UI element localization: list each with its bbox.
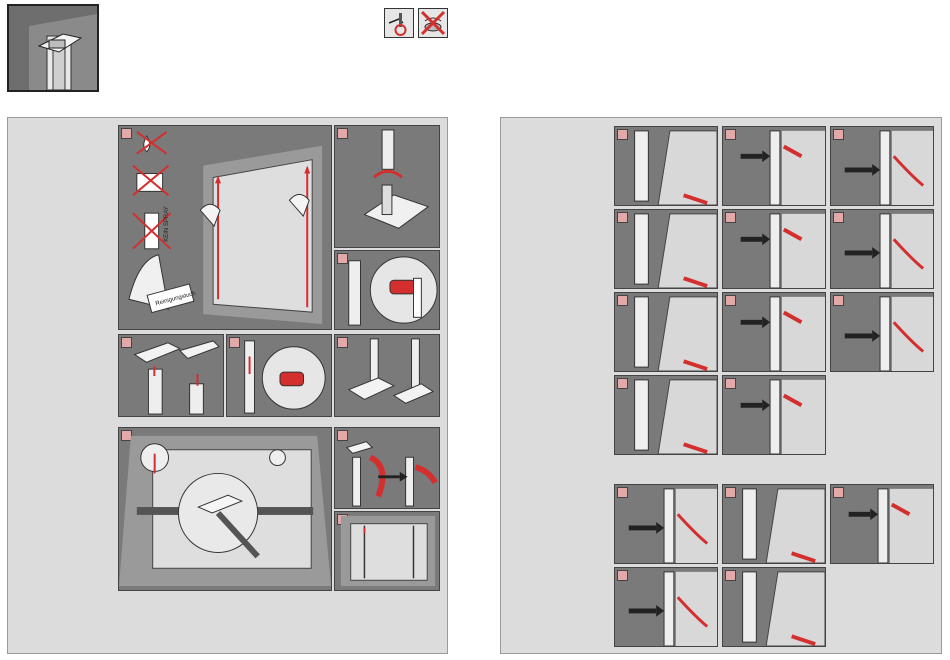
- spray-label: KEIN SPRAY: [164, 206, 170, 242]
- r-step-5: [722, 209, 826, 289]
- step-measure-frame: [118, 427, 332, 591]
- step-frame-check: [334, 511, 440, 591]
- hero-clip-image: [7, 4, 99, 92]
- step-illustration: [831, 127, 933, 205]
- step-illustration: [615, 127, 717, 205]
- step-clip-detail: [334, 250, 440, 330]
- r-step-14: [830, 484, 934, 564]
- r-step-11: [722, 375, 826, 455]
- step-bracket-pair: [334, 334, 440, 417]
- r-step-9: [830, 292, 934, 372]
- r-step-3: [830, 126, 934, 206]
- step-illustration: [723, 293, 825, 371]
- step-illustration: [615, 210, 717, 288]
- step-screw-bracket: [334, 125, 440, 248]
- r-step-1: [614, 126, 718, 206]
- step-illustration: [831, 293, 933, 371]
- step-illustration: [615, 293, 717, 371]
- step-illustration: [723, 210, 825, 288]
- r-step-13: [722, 484, 826, 564]
- step-illustration: [831, 485, 933, 563]
- r-step-6: [830, 209, 934, 289]
- step-illustration: [615, 568, 717, 646]
- step-illustration: [723, 376, 825, 454]
- r-step-10: [614, 375, 718, 455]
- r-step-2: [722, 126, 826, 206]
- step-attach-rail: [118, 334, 224, 417]
- tool-allowed-icon: [384, 8, 414, 38]
- step-slide-cord: [334, 427, 440, 509]
- r-step-16: [722, 567, 826, 647]
- r-step-12: [614, 484, 718, 564]
- step-illustration: [723, 485, 825, 563]
- r-step-8: [722, 292, 826, 372]
- step-insert-clip: [226, 334, 332, 417]
- r-step-4: [614, 209, 718, 289]
- step-clean-window: KEIN SPRAY Reinigungstuch: [118, 125, 332, 330]
- step-illustration: [615, 485, 717, 563]
- step-illustration: [723, 568, 825, 646]
- step-illustration: [615, 376, 717, 454]
- r-step-7: [614, 292, 718, 372]
- adhesive-not-allowed-icon: [418, 8, 448, 38]
- step-illustration: [831, 210, 933, 288]
- r-step-15: [614, 567, 718, 647]
- step-illustration: [723, 127, 825, 205]
